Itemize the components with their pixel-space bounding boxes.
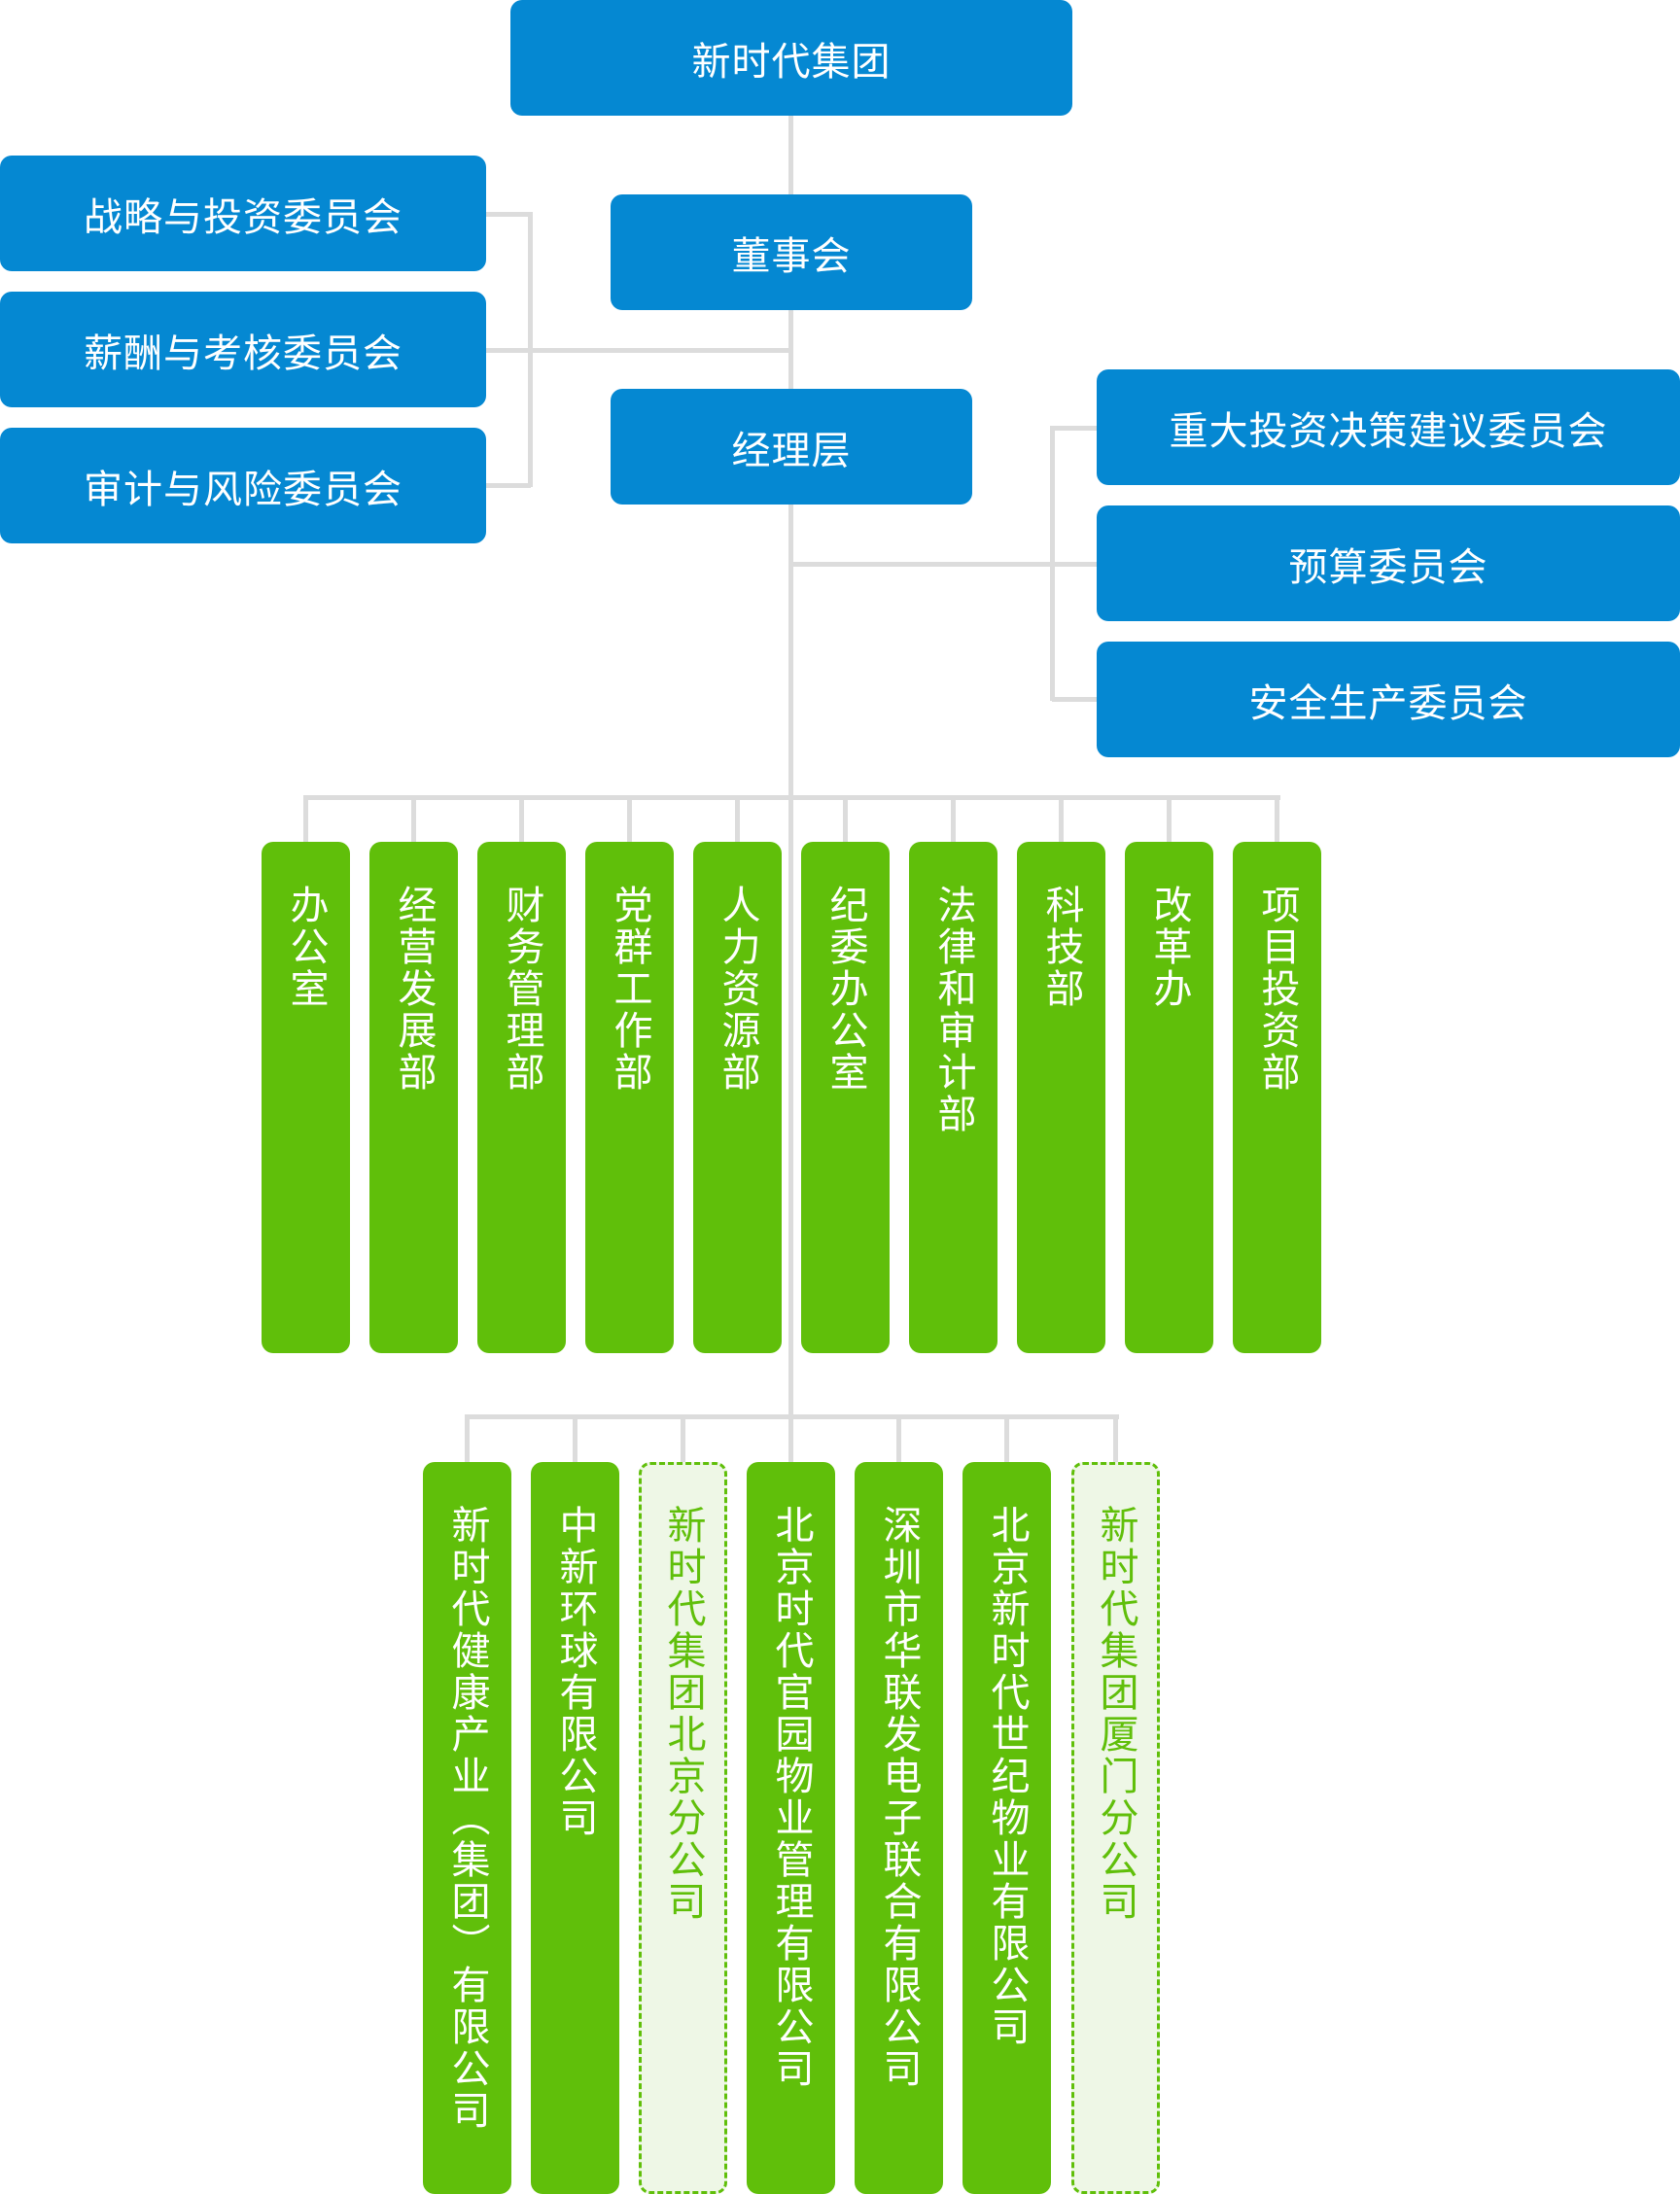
connector-subsidiary-tick <box>573 1414 578 1462</box>
subsidiary-label: 北京新时代世纪物业有限公司 <box>984 1505 1030 2048</box>
connector-board-committee-1 <box>486 212 531 217</box>
connector-main-trunk <box>788 116 793 1462</box>
connector-department-tick <box>627 795 632 842</box>
connector-departments-h <box>303 795 1280 800</box>
department-node[interactable]: 财务管理部 <box>477 842 566 1353</box>
management-node[interactable]: 经理层 <box>611 389 972 505</box>
subsidiary-label: 北京时代官园物业管理有限公司 <box>768 1505 814 2090</box>
connector-department-tick <box>411 795 416 842</box>
board-committee-label: 审计与风险委员会 <box>84 467 402 512</box>
board-committee-label: 薪酬与考核委员会 <box>84 331 402 376</box>
board-committee[interactable]: 薪酬与考核委员会 <box>0 292 486 407</box>
management-committee-label: 安全生产委员会 <box>1248 680 1528 726</box>
subsidiary-label: 中新环球有限公司 <box>552 1505 598 1839</box>
department-node[interactable]: 科技部 <box>1017 842 1105 1353</box>
department-label: 办公室 <box>283 885 329 1010</box>
subsidiary-label: 深圳市华联发电子联合有限公司 <box>876 1505 922 2090</box>
department-node[interactable]: 办公室 <box>262 842 350 1353</box>
department-node[interactable]: 经营发展部 <box>369 842 458 1353</box>
department-label: 党群工作部 <box>607 885 652 1094</box>
department-label: 科技部 <box>1038 885 1084 1010</box>
department-label: 项目投资部 <box>1254 885 1300 1094</box>
connector-board-committee-3 <box>486 483 531 488</box>
connector-department-tick <box>843 795 848 842</box>
subsidiary-node[interactable]: 北京时代官园物业管理有限公司 <box>747 1462 835 2194</box>
subsidiary-node[interactable]: 深圳市华联发电子联合有限公司 <box>855 1462 943 2194</box>
connector-subsidiary-tick <box>681 1414 685 1462</box>
management-committee-label: 预算委员会 <box>1288 544 1488 590</box>
board-node-label: 董事会 <box>731 233 852 279</box>
management-committee-label: 重大投资决策建议委员会 <box>1169 408 1608 454</box>
connector-mgmt-committee-3 <box>1052 697 1097 702</box>
subsidiary-node[interactable]: 新时代健康产业（集团）有限公司 <box>423 1462 511 2194</box>
branch-node[interactable]: 新时代集团厦门分公司 <box>1071 1462 1160 2194</box>
department-label: 人力资源部 <box>715 885 760 1094</box>
connector-board-committees-h <box>531 348 791 353</box>
department-label: 财务管理部 <box>499 885 544 1094</box>
connector-subsidiary-tick <box>465 1414 470 1462</box>
root-node-label: 新时代集团 <box>691 39 892 85</box>
connector-department-tick <box>735 795 740 842</box>
department-node[interactable]: 党群工作部 <box>585 842 674 1353</box>
department-label: 纪委办公室 <box>822 885 868 1094</box>
management-committee[interactable]: 安全生产委员会 <box>1097 642 1680 757</box>
board-committee[interactable]: 审计与风险委员会 <box>0 428 486 543</box>
department-node[interactable]: 改革办 <box>1125 842 1213 1353</box>
department-node[interactable]: 纪委办公室 <box>801 842 890 1353</box>
department-node[interactable]: 人力资源部 <box>693 842 782 1353</box>
root-node[interactable]: 新时代集团 <box>510 0 1072 116</box>
board-committee-label: 战略与投资委员会 <box>84 194 402 240</box>
branch-label: 新时代集团北京分公司 <box>660 1505 706 1923</box>
connector-department-tick <box>519 795 524 842</box>
board-committee[interactable]: 战略与投资委员会 <box>0 156 486 271</box>
department-label: 经营发展部 <box>391 885 437 1094</box>
department-node[interactable]: 项目投资部 <box>1233 842 1321 1353</box>
department-label: 改革办 <box>1146 885 1192 1010</box>
connector-subsidiary-tick <box>1004 1414 1009 1462</box>
connector-department-tick <box>951 795 956 842</box>
connector-subsidiary-tick <box>896 1414 901 1462</box>
connector-board-committee-2 <box>486 348 531 353</box>
management-committee[interactable]: 重大投资决策建议委员会 <box>1097 369 1680 485</box>
connector-subsidiary-tick <box>1113 1414 1118 1462</box>
connector-department-tick <box>1059 795 1064 842</box>
branch-label: 新时代集团厦门分公司 <box>1093 1505 1138 1923</box>
connector-subsidiary-tick <box>788 1414 793 1462</box>
department-label: 法律和审计部 <box>930 885 976 1135</box>
subsidiary-node[interactable]: 中新环球有限公司 <box>531 1462 619 2194</box>
subsidiary-node[interactable]: 北京新时代世纪物业有限公司 <box>962 1462 1051 2194</box>
connector-department-tick <box>303 795 308 842</box>
board-node[interactable]: 董事会 <box>611 194 972 310</box>
management-node-label: 经理层 <box>731 428 852 473</box>
subsidiary-label: 新时代健康产业（集团）有限公司 <box>444 1505 490 2132</box>
connector-department-tick <box>1167 795 1172 842</box>
branch-node[interactable]: 新时代集团北京分公司 <box>639 1462 727 2194</box>
connector-department-tick <box>1275 795 1279 842</box>
connector-mgmt-committees-h <box>790 562 1097 567</box>
connector-mgmt-committee-1 <box>1052 426 1097 431</box>
department-node[interactable]: 法律和审计部 <box>909 842 998 1353</box>
connector-mgmt-committees-v <box>1050 426 1055 701</box>
management-committee[interactable]: 预算委员会 <box>1097 505 1680 621</box>
